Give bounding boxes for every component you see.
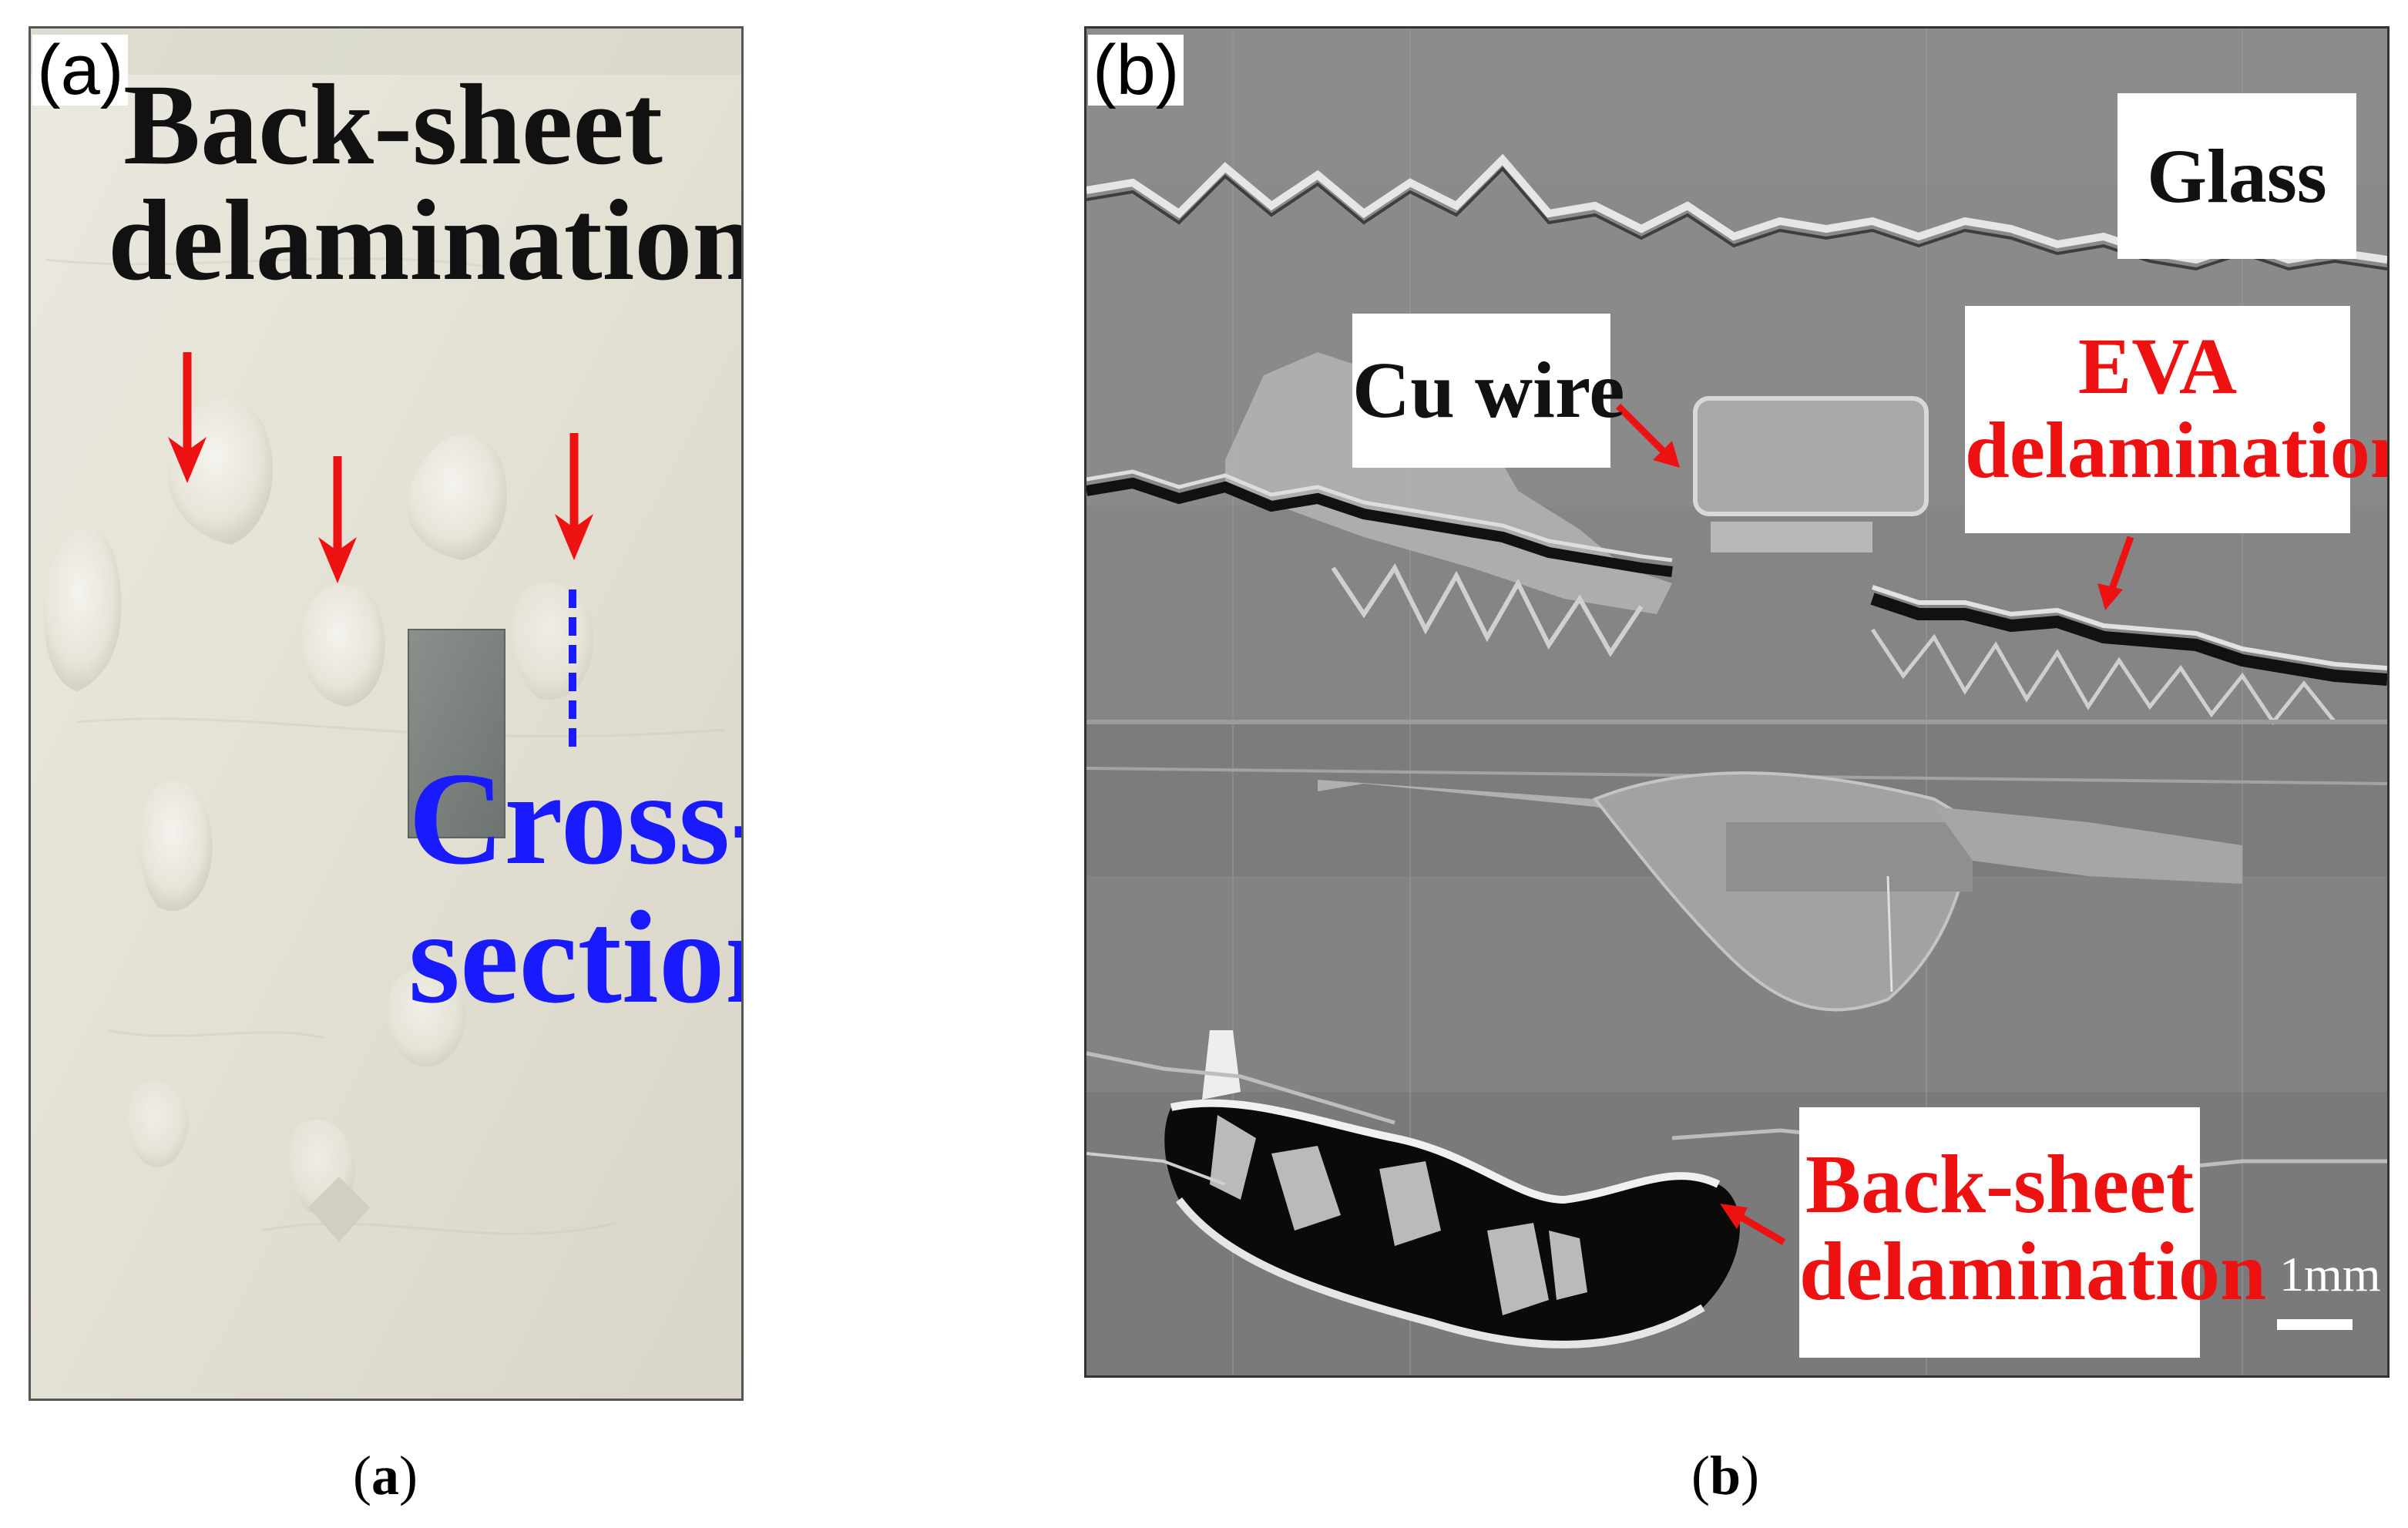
blister — [512, 583, 594, 700]
backsheet-photo-image — [31, 29, 741, 1399]
eva-label-line-2: delamination — [1965, 406, 2390, 495]
blister — [387, 968, 466, 1067]
annotation-arrows — [1615, 403, 2134, 1245]
scale-bar-label: 1mm — [2279, 1247, 2381, 1301]
cross-section-label-line-1: Cross- — [408, 746, 744, 892]
cross-section-label-line-2: section — [408, 885, 741, 1031]
red-arrows — [168, 352, 593, 583]
eva-delamination-label: EVA delamination — [1965, 306, 2390, 533]
eva-label-line-1: EVA — [2077, 322, 2238, 411]
caption-b: (b) — [1691, 1444, 1759, 1508]
caption-b-open: ( — [1691, 1445, 1710, 1506]
title-line-1: Back-sheet — [123, 61, 663, 189]
backsheet-label-line-2: delamination — [1799, 1226, 2267, 1318]
backsheet-delamination-title: Back-sheet delamination — [108, 61, 744, 304]
eva-delamination-line — [1086, 477, 1673, 577]
blister — [43, 527, 122, 691]
blister — [168, 397, 274, 545]
cu-wire-label: Cu wire — [1352, 314, 1624, 468]
blister — [308, 1177, 370, 1242]
blister — [407, 433, 507, 560]
cu-wire-rough-region — [1225, 352, 1672, 614]
blister — [127, 1080, 189, 1167]
panel-a-photo: (a) Back-sheet delamination Cross- secti… — [29, 26, 744, 1401]
blister — [139, 780, 213, 912]
title-line-2: delamination — [108, 176, 744, 304]
cu-wire-cross-section — [1693, 396, 1929, 516]
glass-label: Glass — [2117, 93, 2356, 259]
panel-b-micrograph: (b) Glass Cu wire EVA delamination Back-… — [1084, 26, 2390, 1378]
caption-b-close: ) — [1741, 1445, 1760, 1506]
caption-b-letter: b — [1709, 1445, 1741, 1506]
caption-a: (a) — [353, 1444, 418, 1508]
scale-bar — [2277, 1319, 2353, 1330]
cut-sample-square — [408, 629, 505, 838]
panel-b-letter: (b) — [1088, 35, 1184, 106]
panel-a-letter: (a) — [32, 35, 129, 106]
backsheet-delamination-label: Back-sheet delamination — [1799, 1107, 2267, 1358]
caption-a-open: ( — [353, 1445, 371, 1506]
backsheet-label-line-1: Back-sheet — [1805, 1139, 2194, 1231]
delamination-blisters — [43, 397, 594, 1242]
caption-a-close: ) — [398, 1445, 418, 1506]
caption-a-letter: a — [371, 1445, 399, 1506]
blister — [300, 584, 385, 707]
